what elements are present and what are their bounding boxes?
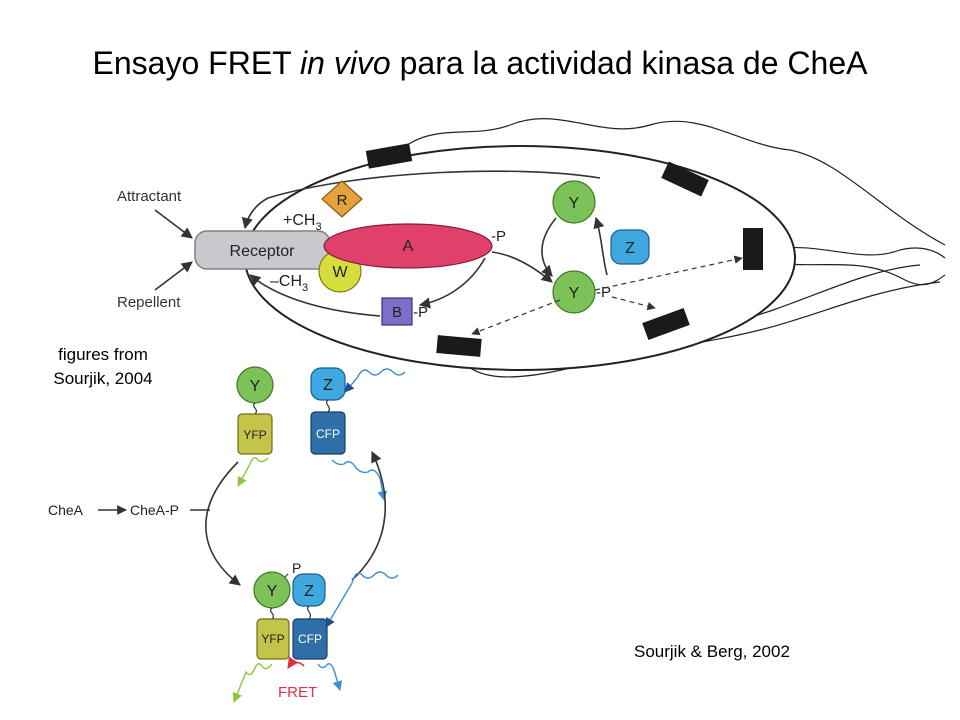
title-part-1: Ensayo FRET — [92, 45, 301, 81]
chea-label: CheA — [48, 502, 84, 518]
protein-y-top — [552, 180, 596, 224]
protein-b-label: B — [392, 304, 402, 321]
reference-caption: Sourjik & Berg, 2002 — [634, 642, 790, 661]
a-to-y-arrow — [491, 251, 553, 283]
photon-emission-cfp-bottom — [317, 663, 343, 691]
fret-diagram: Y YFP Z CFP CheA CheA-P P Y Z YFP CFP — [48, 366, 406, 703]
fret-yfp-top — [237, 413, 273, 455]
fret-yfp-bottom-label: YFP — [261, 632, 284, 646]
protein-y-bottom — [552, 270, 596, 314]
fret-transfer-arrow — [287, 656, 305, 669]
fret-cfp-top — [310, 411, 346, 455]
phospho-a-label: -P — [491, 228, 506, 245]
cycle-arrow-right — [351, 450, 386, 581]
demethylation-label: –CH3 — [270, 273, 308, 294]
fret-linker-y-bottom — [269, 607, 275, 620]
caption-line-1: figures from — [58, 345, 148, 364]
cell-diagram: Attractant Repellent Receptor R +CH3 W –… — [117, 118, 946, 378]
photon-excitation-top — [344, 368, 406, 393]
chea-p-label: CheA-P — [130, 502, 179, 518]
protein-a — [323, 223, 493, 269]
cycle-arrow-left — [205, 461, 241, 586]
protein-y-top-label: Y — [569, 195, 580, 212]
fret-y-top-label: Y — [250, 378, 261, 395]
fret-linker-z-bottom — [306, 605, 312, 620]
yp-to-motor-arrow-2 — [611, 296, 656, 311]
fret-z-bottom-label: Z — [304, 583, 314, 600]
fret-linker-z-top — [325, 399, 331, 413]
protein-r — [321, 180, 363, 218]
photon-excitation-bottom — [325, 571, 399, 628]
protein-z-label: Z — [625, 240, 635, 257]
title-italic: in vivo — [300, 45, 391, 81]
protein-w-label: W — [332, 264, 348, 281]
fret-label: FRET — [278, 684, 317, 701]
fret-phospho-label: P — [292, 560, 301, 576]
y-cycle-arrow — [541, 217, 557, 277]
repellent-label: Repellent — [117, 294, 181, 311]
photon-emission-yfp-bottom — [232, 663, 273, 703]
yp-to-motor-arrow-3 — [471, 299, 561, 336]
fret-cfp-bottom-label: CFP — [298, 632, 322, 646]
photon-emission-yfp-top — [237, 457, 269, 487]
protein-z — [610, 229, 650, 265]
phospho-y-label: -P — [596, 284, 611, 301]
flagellar-motors — [365, 143, 763, 357]
attractant-label: Attractant — [117, 188, 182, 205]
attractant-arrow — [154, 209, 193, 239]
receptor-label: Receptor — [230, 243, 296, 260]
adaptation-arrow-bottom — [249, 274, 381, 317]
repellent-arrow — [154, 261, 193, 291]
title-part-2: para la actividad kinasa de CheA — [390, 45, 868, 81]
fret-yfp-bottom — [256, 618, 290, 660]
caption-line-2: Sourjik, 2004 — [53, 369, 153, 388]
fret-cfp-top-label: CFP — [316, 427, 340, 441]
z-dephos-arrow — [593, 216, 608, 276]
fret-z-top-label: Z — [323, 377, 333, 394]
protein-a-label: A — [403, 238, 414, 255]
fret-linker-y-top — [252, 402, 258, 415]
methylation-label: +CH3 — [283, 212, 322, 233]
protein-b — [381, 297, 413, 326]
photon-emission-cfp-top — [331, 459, 388, 501]
fret-y-bottom-label: Y — [267, 583, 278, 600]
yp-to-motor-arrow-1 — [594, 255, 743, 291]
fret-cfp-bottom — [292, 618, 328, 660]
a-to-b-arrow — [418, 257, 486, 309]
fret-yfp-top-label: YFP — [243, 428, 266, 442]
slide-title: Ensayo FRET in vivo para la actividad ki… — [80, 40, 880, 86]
phospho-b-label: -P — [413, 304, 428, 321]
protein-y-bottom-label: Y — [569, 285, 580, 302]
protein-r-label: R — [337, 192, 348, 209]
